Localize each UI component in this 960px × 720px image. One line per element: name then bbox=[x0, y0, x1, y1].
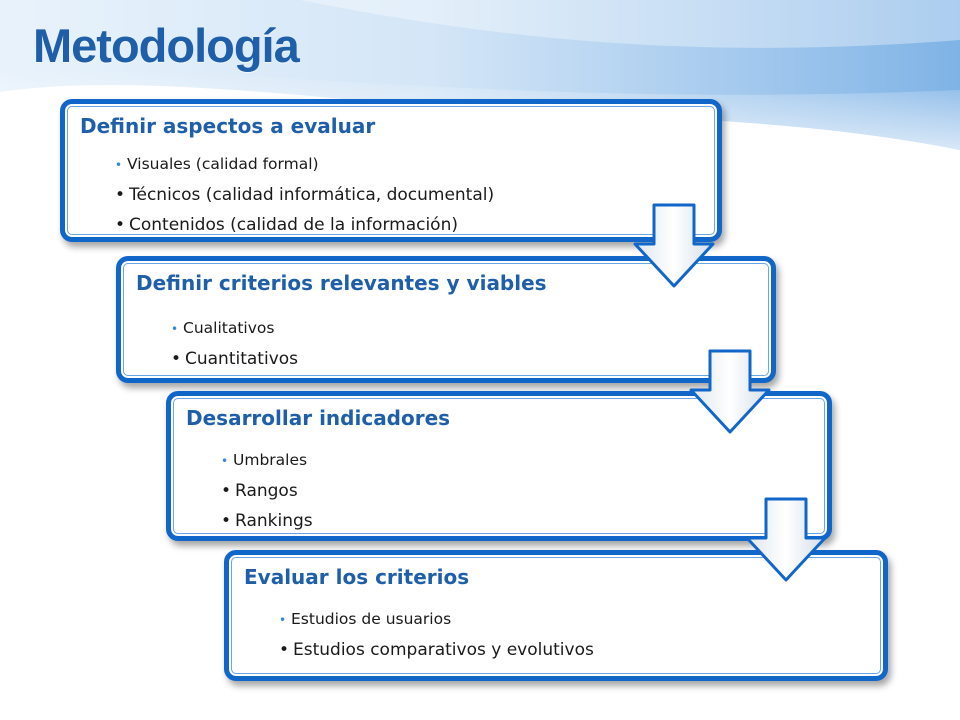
page-title: Metodología bbox=[33, 19, 300, 72]
list-item: •Estudios de usuarios bbox=[279, 604, 594, 635]
list-item: •Contenidos (calidad de la información) bbox=[115, 210, 494, 240]
list-item: •Rankings bbox=[221, 506, 313, 536]
list-item: •Estudios comparativos y evolutivos bbox=[279, 635, 594, 665]
bullet-icon: • bbox=[115, 158, 123, 172]
step-title: Evaluar los criterios bbox=[244, 565, 470, 589]
step-title: Desarrollar indicadores bbox=[186, 406, 451, 430]
step-title: Definir aspectos a evaluar bbox=[80, 114, 376, 138]
bullet-icon: • bbox=[221, 511, 232, 531]
bullet-list: •Cualitativos •Cuantitativos bbox=[171, 313, 298, 374]
bullet-icon: • bbox=[279, 613, 287, 627]
arrow-down-icon bbox=[745, 497, 827, 582]
list-item: •Técnicos (calidad informática, document… bbox=[115, 180, 494, 210]
list-item: •Umbrales bbox=[221, 445, 313, 476]
bullet-icon: • bbox=[171, 349, 182, 369]
step-title: Definir criterios relevantes y viables bbox=[136, 271, 547, 295]
bullet-icon: • bbox=[115, 215, 126, 235]
step-box-define-aspects: Definir aspectos a evaluar •Visuales (ca… bbox=[60, 99, 722, 242]
list-item: •Cuantitativos bbox=[171, 344, 298, 374]
bullet-icon: • bbox=[171, 322, 179, 336]
bullet-list: •Umbrales •Rangos •Rankings bbox=[221, 445, 313, 536]
bullet-icon: • bbox=[279, 640, 290, 660]
list-item: •Visuales (calidad formal) bbox=[115, 149, 494, 180]
list-item: •Cualitativos bbox=[171, 313, 298, 344]
bullet-list: •Visuales (calidad formal) •Técnicos (ca… bbox=[115, 149, 494, 240]
bullet-icon: • bbox=[221, 481, 232, 501]
list-item: •Rangos bbox=[221, 476, 313, 506]
bullet-icon: • bbox=[221, 454, 229, 468]
arrow-down-icon bbox=[633, 203, 715, 288]
arrow-down-icon bbox=[689, 349, 771, 434]
step-box-evaluate-criteria: Evaluar los criterios •Estudios de usuar… bbox=[224, 550, 888, 681]
bullet-list: •Estudios de usuarios •Estudios comparat… bbox=[279, 604, 594, 665]
bullet-icon: • bbox=[115, 185, 126, 205]
